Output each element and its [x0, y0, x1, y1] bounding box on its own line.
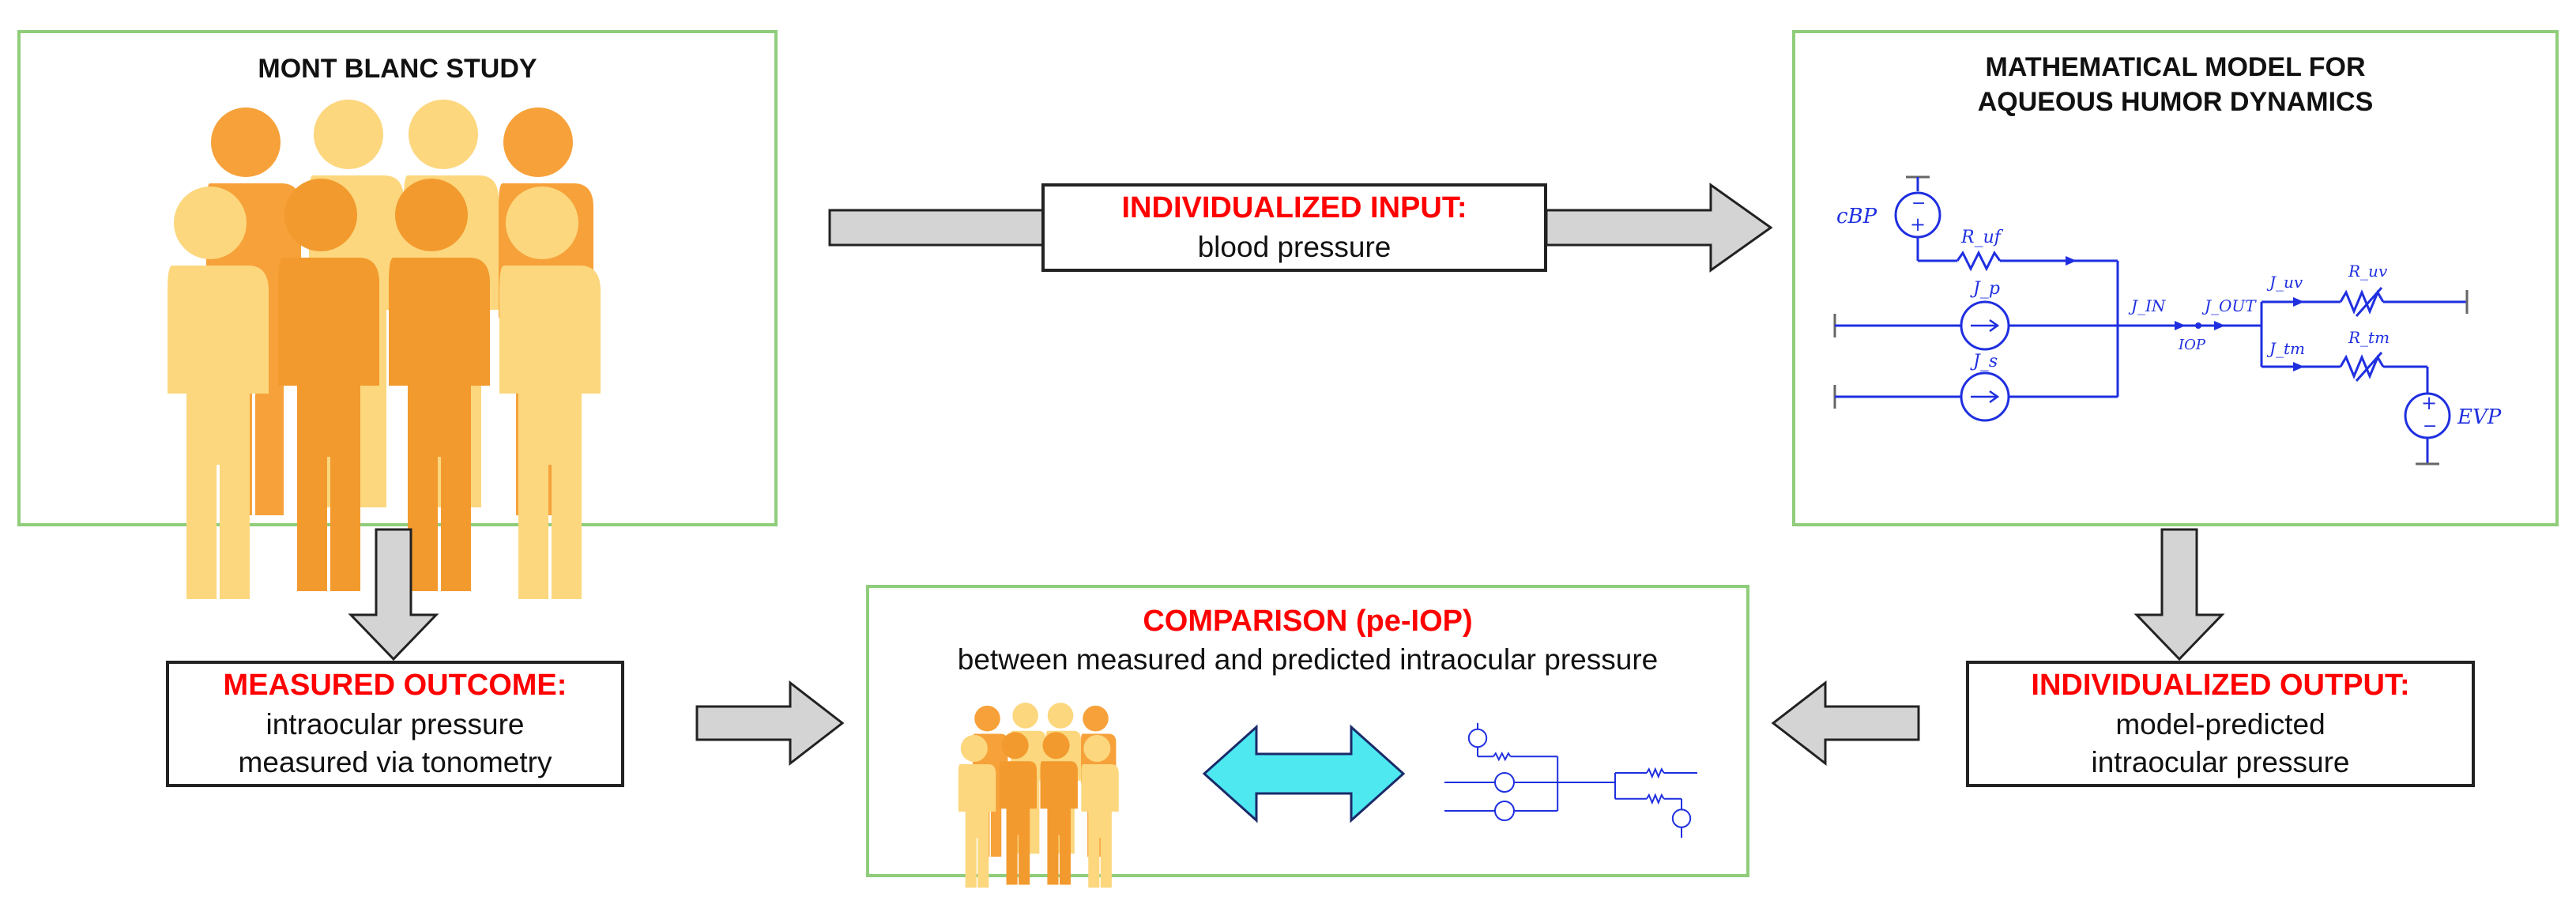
comparison-label: COMPARISON (pe-IOP): [1143, 605, 1473, 638]
small-circuit-icon: [1444, 722, 1697, 838]
output-line1: model-predicted: [2115, 707, 2326, 741]
model-title: MATHEMATICAL MODEL FOR AQUEOUS HUMOR DYN…: [1795, 51, 2555, 119]
output-to-comparison-arrow: [1771, 680, 1920, 767]
study-title: MONT BLANC STUDY: [258, 54, 537, 84]
svg-text:+: +: [2421, 392, 2437, 414]
people-group-icon: [168, 100, 601, 599]
study-panel: MONT BLANC STUDY: [17, 30, 778, 599]
svg-text:+: +: [1910, 213, 1926, 236]
measured-line2: measured via tonometry: [238, 745, 552, 778]
input-text: blood pressure: [1197, 230, 1392, 263]
model-title-line1: MATHEMATICAL MODEL FOR: [1985, 52, 2366, 82]
svg-text:−: −: [2423, 416, 2437, 436]
output-line2: intraocular pressure: [2091, 745, 2350, 778]
individualized-output-box: INDIVIDUALIZED OUTPUT: model-predicted i…: [1966, 661, 2475, 787]
input-label: INDIVIDUALIZED INPUT:: [1121, 191, 1467, 225]
measured-outcome-box: MEASURED OUTCOME: intraocular pressure m…: [166, 661, 624, 787]
circuit-label-evp: EVP: [2457, 405, 2502, 429]
circuit-label-j-tm: J_tm: [2266, 339, 2305, 358]
measured-label: MEASURED OUTCOME:: [223, 669, 567, 703]
input-box: INDIVIDUALIZED INPUT: blood pressure: [1041, 183, 1547, 272]
comparison-text: between measured and predicted intraocul…: [957, 643, 1659, 676]
circuit-label-iop: IOP: [2178, 337, 2206, 353]
small-people-icon: [958, 703, 1119, 888]
circuit-label-r-uf: R_uf: [1960, 228, 2004, 247]
circuit-label-cbp: cBP: [1836, 205, 1877, 228]
measured-line1: intraocular pressure: [266, 707, 525, 741]
measured-to-comparison-arrow: [695, 680, 845, 767]
model-panel: MATHEMATICAL MODEL FOR AQUEOUS HUMOR DYN…: [1792, 30, 2559, 526]
input-arrow-right: [1545, 183, 1773, 273]
circuit-label-j-uv: J_uv: [2266, 273, 2303, 292]
circuit-label-j-s: J_s: [1970, 352, 1998, 371]
comparison-double-arrow: [1202, 724, 1406, 823]
study-down-arrow: [348, 528, 439, 661]
comparison-panel: COMPARISON (pe-IOP) between measured and…: [866, 585, 1749, 888]
model-title-line2: AQUEOUS HUMOR DYNAMICS: [1977, 86, 2374, 117]
circuit-label-j-in: J_IN: [2128, 296, 2167, 315]
circuit-label-j-p: J_p: [1970, 279, 2000, 299]
svg-text:−: −: [1911, 194, 1926, 213]
circuit-label-j-out: J_OUT: [2201, 296, 2257, 315]
input-arrow-left: [828, 209, 1053, 247]
circuit-diagram: − + + − cBP R_uf J_p J_s J_IN J_OUT IOP …: [1833, 175, 2502, 465]
output-label: INDIVIDUALIZED OUTPUT:: [2031, 669, 2410, 703]
model-down-arrow: [2133, 528, 2225, 661]
people-front-row: [168, 179, 601, 599]
circuit-label-r-tm: R_tm: [2348, 328, 2390, 347]
circuit-label-r-uv: R_uv: [2348, 262, 2388, 281]
